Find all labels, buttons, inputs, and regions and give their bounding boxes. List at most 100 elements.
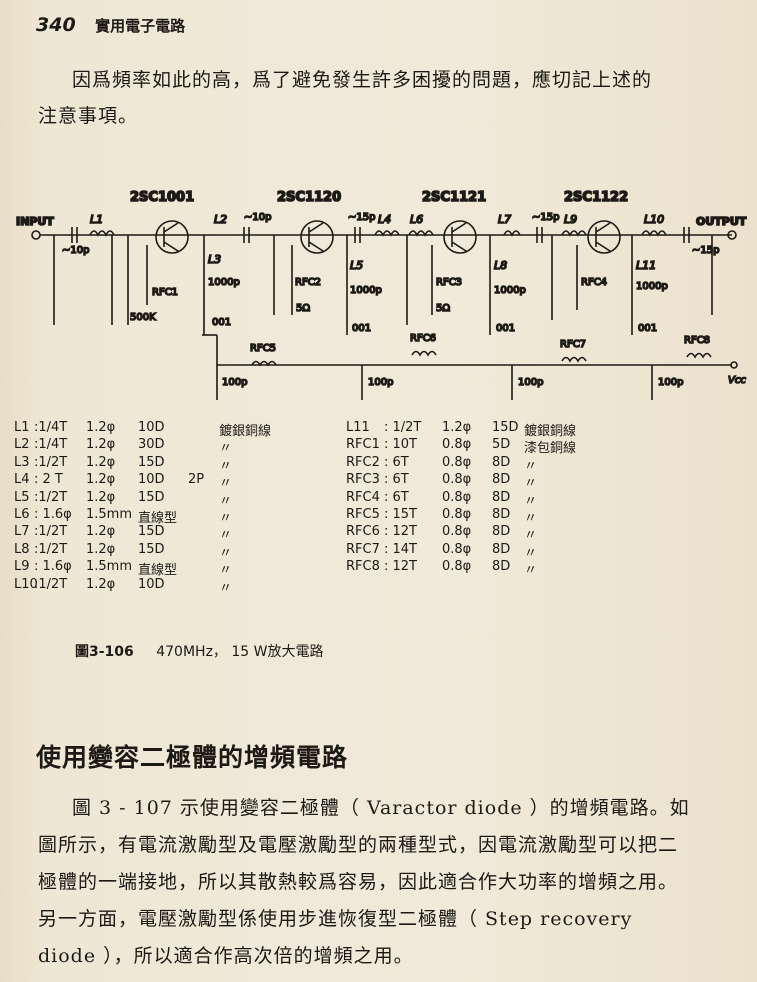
transistor-label-2: 2SC1120: [277, 190, 341, 205]
parts-name: RFC2: [346, 454, 380, 470]
parts-wire: 1.2φ: [86, 454, 116, 470]
label-r500k: 500K: [130, 312, 156, 323]
label-cap-100p-1: 100p: [222, 377, 247, 388]
label-l1: L1: [90, 213, 103, 226]
label-l8: L8: [494, 259, 507, 272]
coil-l10: [641, 230, 667, 237]
label-cap-series-3: ~15p: [532, 212, 559, 223]
label-cap-1000p-4: 1000p: [636, 281, 668, 292]
label-l6: L6: [410, 213, 423, 226]
label-r5-2: 5Ω: [436, 303, 450, 314]
parts-name: RFC5: [346, 506, 380, 522]
parts-turns: :1/2T: [34, 541, 68, 557]
parts-note: 〃: [219, 441, 233, 457]
transistor-q3: [443, 220, 477, 254]
coil-l6: [408, 230, 434, 237]
label-cap-1000p-1: 1000p: [208, 277, 240, 288]
label-rfc5: RFC5: [250, 343, 276, 354]
parts-turns: :1/2T: [34, 489, 68, 505]
label-cap-001-4: 001: [638, 323, 657, 334]
label-cap-input: ~10p: [62, 245, 89, 256]
parts-note: 〃: [524, 510, 538, 526]
parts-name: RFC4: [346, 489, 380, 505]
parts-turns: : 6T: [384, 454, 409, 470]
figure-number: 圖3-106: [75, 644, 134, 660]
label-rfc6: RFC6: [410, 333, 436, 344]
parts-dia: 直線型: [138, 510, 178, 526]
parts-dia: 8D: [492, 524, 511, 540]
parts-note: 〃: [219, 563, 233, 579]
coil-l7: [503, 230, 521, 237]
coil-l9: [561, 230, 587, 237]
parts-wire: 0.8φ: [442, 541, 472, 557]
parts-name: L8: [14, 541, 30, 557]
intro-paragraph: 因爲頻率如此的高，爲了避免發生許多困擾的問題，應切記上述的 注意事項。: [38, 62, 728, 134]
parts-note: 〃: [524, 458, 538, 474]
intro-line-1: 因爲頻率如此的高，爲了避免發生許多困擾的問題，應切記上述的: [72, 69, 653, 91]
label-cap-1000p-2: 1000p: [350, 285, 382, 296]
parts-name: L3: [14, 454, 30, 470]
body-line-4: 另一方面，電壓激勵型係使用步進恢復型二極體（ Step recovery: [38, 908, 633, 930]
transistor-q4: [587, 220, 621, 254]
parts-dia: 10D: [138, 472, 165, 488]
parts-name: L7: [14, 524, 30, 540]
label-cap-series-1: ~10p: [244, 212, 271, 223]
label-rfc4: RFC4: [581, 277, 607, 288]
label-cap-100p-3: 100p: [518, 377, 543, 388]
parts-wire: 0.8φ: [442, 524, 472, 540]
parts-wire: 1.2φ: [442, 420, 472, 435]
parts-turns: : 12T: [384, 524, 417, 540]
label-l4: L4: [378, 213, 391, 226]
parts-wire: 0.8φ: [442, 454, 472, 470]
parts-name: RFC8: [346, 559, 380, 575]
parts-name: L4: [14, 472, 30, 488]
parts-note: 〃: [219, 510, 233, 526]
output-label: OUTPUT: [696, 215, 747, 228]
page-number: 340: [36, 14, 76, 36]
parts-name: L10: [14, 576, 38, 592]
label-cap-100p-4: 100p: [658, 377, 683, 388]
parts-note: 〃: [219, 476, 233, 492]
label-l7: L7: [498, 213, 511, 226]
transistor-label-3: 2SC1121: [422, 190, 486, 205]
parts-dia: 8D: [492, 559, 511, 575]
parts-dia: 8D: [492, 506, 511, 522]
parts-wire: 0.8φ: [442, 472, 472, 488]
parts-dia: 15D: [138, 524, 165, 540]
parts-turns: :1/2T: [34, 576, 68, 592]
parts-turns: :1/4T: [34, 420, 68, 435]
parts-turns: : 6T: [384, 489, 409, 505]
parts-wire: 1.2φ: [86, 437, 116, 453]
label-l10: L10: [644, 213, 664, 226]
parts-dia: 5D: [492, 437, 511, 453]
parts-wire: 0.8φ: [442, 437, 472, 453]
transistor-label-4: 2SC1122: [564, 190, 628, 205]
parts-wire: 1.2φ: [86, 524, 116, 540]
label-cap-001-2: 001: [352, 323, 371, 334]
parts-note: 〃: [219, 493, 233, 509]
parts-turns: : 12T: [384, 559, 417, 575]
parts-name: L5: [14, 489, 30, 505]
section-title: 使用變容二極體的增頻電路: [36, 743, 349, 772]
label-l2: L2: [214, 213, 227, 226]
parts-dia: 8D: [492, 472, 511, 488]
parts-wire: 0.8φ: [442, 506, 472, 522]
label-rfc8: RFC8: [684, 335, 710, 346]
figure-title: 470MHz， 15 W放大電路: [156, 644, 324, 660]
parts-note: 鍍銀銅線: [219, 424, 272, 439]
transistor-q1: [155, 220, 189, 254]
